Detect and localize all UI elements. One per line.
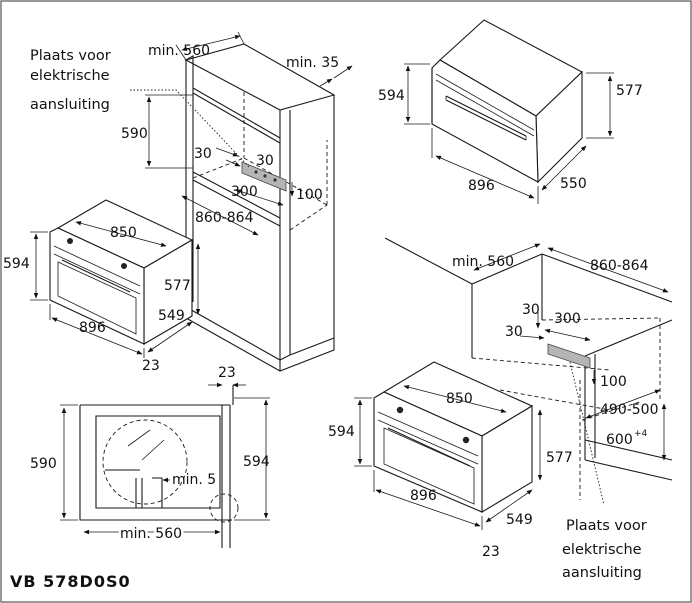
uc-height-opening-label: 600	[606, 432, 633, 448]
svg-text:elektrische: elektrische	[562, 542, 642, 558]
uc-socket-width-label: 300	[554, 311, 581, 327]
tr-width-label: 896	[468, 178, 495, 194]
tall-socket-height-label: 100	[296, 187, 323, 203]
electric-connection-label-bottom: Plaats voor elektrische aansluiting	[562, 518, 647, 581]
tr-depth-label: 550	[560, 176, 587, 192]
tall-offset-b-label: 30	[256, 153, 274, 169]
svg-text:elektrische: elektrische	[30, 68, 110, 84]
left-depth-label: 549	[158, 308, 185, 324]
uc-offset-b-label: 30	[505, 324, 523, 340]
uc-depth-label: min. 560	[452, 254, 514, 270]
tall-socket-width-label: 300	[231, 184, 258, 200]
tall-cabinet-drawing: min. 560 min. 35 590 30 30 300 100 860-8…	[121, 31, 353, 372]
tall-depth-label: min. 560	[148, 43, 210, 59]
svg-text:Plaats voor: Plaats voor	[566, 518, 647, 534]
appliance-top-right-drawing: 594 577 896 550	[378, 19, 643, 204]
tall-height-label: 590	[121, 126, 148, 142]
bottom-height-body-label: 577	[546, 450, 573, 466]
tr-height-front-label: 594	[378, 88, 405, 104]
left-height-front-label: 594	[3, 256, 30, 272]
left-front-thickness-label: 23	[142, 358, 160, 374]
tall-offset-a-label: 30	[194, 146, 212, 162]
under-counter-drawing: min. 560 860-864 30 30 300 100 490-500 6…	[384, 237, 673, 506]
electric-connection-label-top: Plaats voor elektrische aansluiting	[30, 48, 111, 113]
left-height-body-label: 577	[164, 278, 191, 294]
bottom-width-front-label: 896	[410, 488, 437, 504]
uc-offset-a-label: 30	[522, 302, 540, 318]
uc-width-label: 860-864	[590, 258, 649, 274]
uc-depth-range-label: 490-500	[600, 402, 659, 418]
section-view-drawing: 23 590 594 min. 5 min. 560	[30, 365, 270, 548]
bottom-depth-label: 549	[506, 512, 533, 528]
left-width-body-label: 850	[110, 225, 137, 241]
section-gap-label: min. 5	[172, 472, 216, 488]
tall-width-label: 860-864	[195, 210, 254, 226]
left-width-front-label: 896	[79, 320, 106, 336]
tall-rear-gap-label: min. 35	[286, 55, 339, 71]
bottom-front-thickness-label: 23	[482, 544, 500, 560]
section-depth-label: min. 560	[120, 526, 182, 542]
bottom-height-front-label: 594	[328, 424, 355, 440]
appliance-bottom-drawing: 850 594 577 896 549 23	[328, 361, 573, 560]
bottom-width-body-label: 850	[446, 391, 473, 407]
svg-text:aansluiting: aansluiting	[30, 97, 110, 113]
uc-height-tolerance-label: +4	[634, 429, 648, 439]
section-front-offset-label: 23	[218, 365, 236, 381]
section-height-front-label: 594	[243, 454, 270, 470]
uc-socket-height-label: 100	[600, 374, 627, 390]
appliance-left-drawing: 850 594 577 896 549 23	[3, 199, 201, 374]
svg-text:aansluiting: aansluiting	[562, 565, 642, 581]
model-number: VB 578D0S0	[10, 572, 131, 591]
section-height-opening-label: 590	[30, 456, 57, 472]
svg-text:Plaats voor: Plaats voor	[30, 48, 111, 64]
tr-height-body-label: 577	[616, 83, 643, 99]
